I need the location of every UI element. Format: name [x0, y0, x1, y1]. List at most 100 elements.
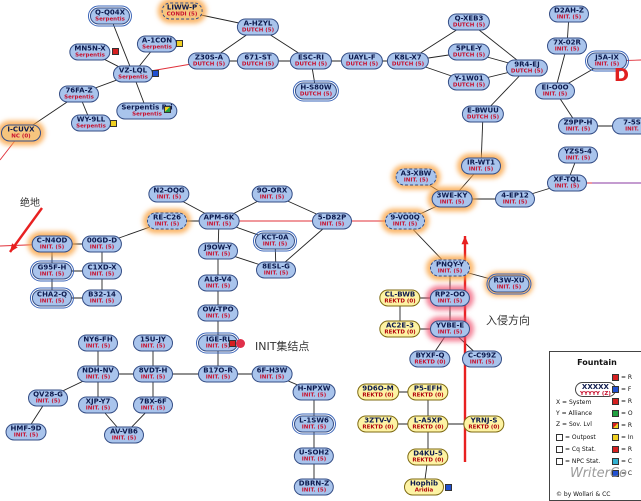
legend-sample: XXXXX YYYYY (Z): [575, 382, 616, 397]
system-name: N2-OQG: [153, 186, 185, 195]
system-name: P5-EFH: [413, 384, 443, 393]
system-name: 7-5S: [623, 118, 641, 127]
system-alliance: REKTD (0): [412, 424, 444, 431]
system-alliance: DUTCH (5): [452, 22, 486, 29]
system-alliance: INIT. (5): [39, 244, 65, 251]
system-name: Z9PP-H: [563, 118, 593, 127]
system-alliance: DUTCH (5): [510, 68, 544, 75]
system-alliance: INIT. (5): [205, 283, 231, 290]
system-alliance: INIT. (5): [39, 271, 65, 278]
system-name: 00GD-D: [86, 236, 118, 245]
system-name: A3-XBW: [400, 169, 432, 178]
system-name: Q-Q04X: [94, 8, 126, 17]
system-alliance: CONDI (5): [166, 11, 198, 18]
system-name: CL-BWB: [384, 290, 416, 299]
jump-link: [109, 15, 134, 75]
system-alliance: INIT. (5): [301, 487, 327, 494]
system-name: 671-ST: [244, 53, 272, 62]
